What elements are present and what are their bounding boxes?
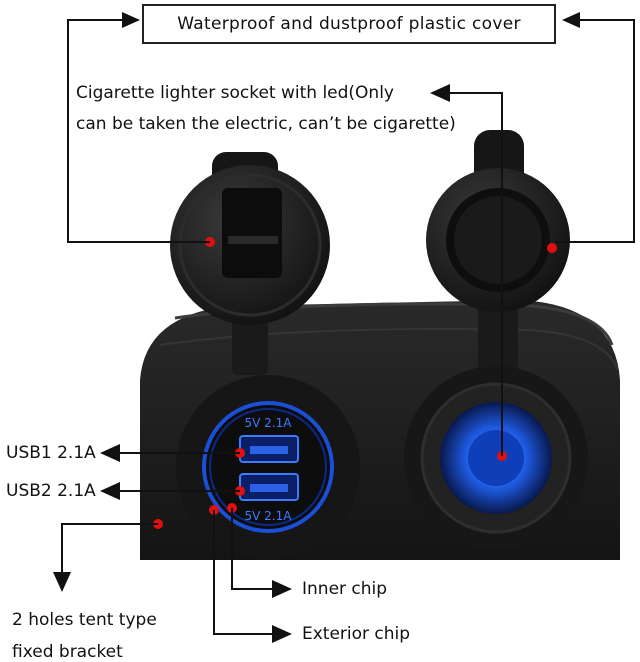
arrow-inner-chip: [272, 580, 292, 598]
arrow-socket-label: [430, 84, 450, 102]
arrow-usb1: [100, 444, 120, 462]
exterior-chip-label: Exterior chip: [302, 624, 411, 644]
inner-chip-label: Inner chip: [302, 579, 388, 599]
arrow-title-left: [122, 12, 140, 28]
left-cap-slot: [222, 188, 282, 278]
arrow-bracket: [53, 572, 71, 592]
socket-label-line2: can be taken the electric, can’t be ciga…: [76, 114, 456, 134]
socket-label-line1: Cigarette lighter socket with led(Only: [76, 83, 394, 103]
arrow-usb2: [100, 482, 120, 500]
annotation-lines: [61, 19, 635, 635]
usb1-label: USB1 2.1A: [6, 443, 96, 463]
cover-label: Waterproof and dustproof plastic cover: [177, 14, 521, 34]
bracket-label-line1: 2 holes tent type: [12, 610, 157, 630]
marker-right-cap: [547, 243, 557, 253]
usb-bottom-print: 5V 2.1A: [245, 509, 293, 523]
usb2-label: USB2 2.1A: [6, 481, 96, 501]
cover-label-box: Waterproof and dustproof plastic cover: [142, 4, 556, 44]
arrowheads: [53, 12, 580, 643]
bracket-label-line2: fixed bracket: [12, 642, 123, 662]
arrow-exterior-chip: [272, 625, 292, 643]
arrow-title-right: [562, 12, 580, 28]
usb-top-print: 5V 2.1A: [245, 416, 293, 430]
